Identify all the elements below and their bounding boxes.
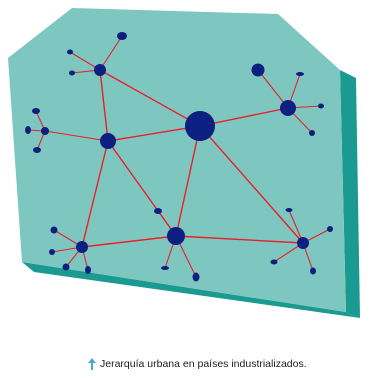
town-nodes [25,32,333,282]
town-node [33,147,41,153]
plate-bottom-edge [22,262,360,318]
town-node [318,103,324,109]
subregional-city-node [41,127,49,135]
urban-hierarchy-diagram [8,8,360,318]
caption-text: Jerarquía urbana en países industrializa… [100,358,307,370]
plate-surface [8,8,346,312]
town-node [25,126,31,134]
metropolis-node [185,111,215,141]
regional-city-node [280,100,296,116]
town-node [309,130,315,136]
regional-city-node [297,237,309,249]
regional-city-node [100,133,116,149]
town-node [154,208,162,214]
town-node [270,259,278,265]
town-node [310,267,316,275]
town-node [49,249,55,255]
town-node [161,266,169,270]
regional-city-node [76,241,88,253]
town-node [50,226,58,234]
town-node [285,208,293,212]
town-node [327,226,333,232]
regional-city-node [94,64,106,76]
town-node [192,272,200,282]
town-node [251,63,265,77]
figure-caption: Jerarquía urbana en países industrializa… [88,356,307,372]
town-node [85,266,91,274]
town-node [62,263,70,271]
town-node [117,32,127,40]
town-node [296,72,304,76]
town-node [32,108,40,114]
up-arrow-icon [88,358,96,370]
town-node [67,49,73,55]
plate-right-edge [340,70,360,318]
town-node [69,70,75,76]
city-nodes [41,64,309,253]
regional-city-node [167,227,185,245]
